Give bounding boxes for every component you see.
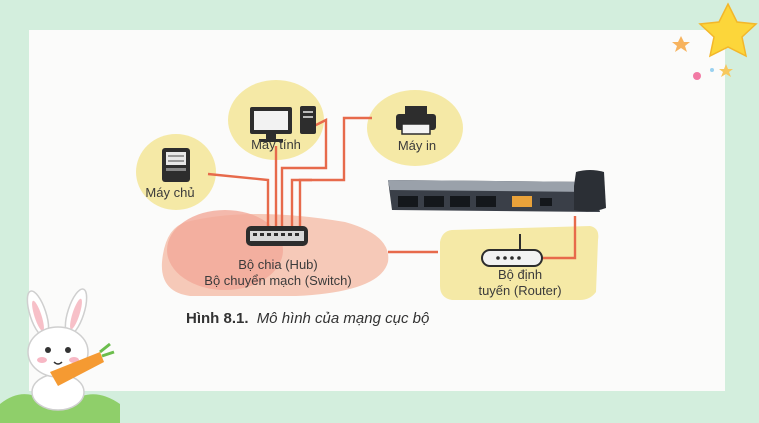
server-label: Máy chủ xyxy=(145,185,194,200)
hub-label: Bộ chia (Hub) xyxy=(238,257,317,272)
router-label-line1: Bộ định xyxy=(498,267,542,282)
switch-label: Bộ chuyển mạch (Switch) xyxy=(204,273,351,288)
server-icon xyxy=(162,148,190,182)
router-label-line2: tuyến (Router) xyxy=(478,283,561,298)
switch-photo xyxy=(388,170,606,212)
sparkle-dot xyxy=(710,68,714,72)
small-star-icon xyxy=(672,36,690,52)
figure-title: Mô hình của mạng cục bộ xyxy=(257,310,430,327)
small-star-icon xyxy=(719,64,733,77)
printer-icon xyxy=(396,106,436,135)
printer-label: Máy in xyxy=(398,138,436,153)
figure-number: Hình 8.1. xyxy=(186,310,249,327)
router-icon xyxy=(481,234,543,267)
bunny-mascot xyxy=(0,288,120,423)
sparkle-dot xyxy=(693,72,701,80)
figure-caption: Hình 8.1. Mô hình của mạng cục bộ xyxy=(186,310,429,327)
content-card xyxy=(29,30,725,391)
computer-icon xyxy=(250,106,316,142)
computer-label: Máy tính xyxy=(251,137,301,152)
cables xyxy=(207,116,577,260)
star-icon xyxy=(698,2,758,58)
switch-icon xyxy=(246,226,308,246)
